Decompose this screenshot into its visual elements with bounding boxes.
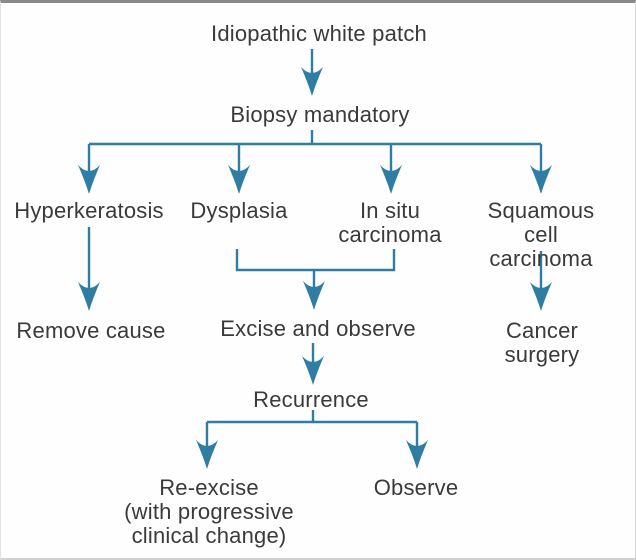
branch-lines-recurrence (205, 410, 419, 451)
node-hyperkeratosis: Hyperkeratosis (14, 198, 164, 223)
node-squamous-cell-carcinoma: Squamous cell carcinoma (487, 198, 595, 271)
node-re-excise: Re-excise (with progressive clinical cha… (124, 475, 294, 548)
node-remove-cause: Remove cause (16, 318, 166, 343)
node-observe: Observe (373, 475, 459, 500)
node-excise-and-observe: Excise and observe (220, 316, 416, 341)
node-idiopathic-white-patch: Idiopathic white patch (211, 21, 427, 46)
branch-lines-biopsy (87, 130, 543, 176)
node-cancer-surgery: Cancer surgery (504, 318, 580, 367)
bracket-dysplasia-insitu (235, 249, 396, 272)
connector-layer (78, 49, 552, 469)
node-in-situ-carcinoma: In situ carcinoma (338, 198, 442, 247)
node-biopsy-mandatory: Biopsy mandatory (230, 102, 410, 127)
node-recurrence: Recurrence (253, 387, 369, 412)
node-dysplasia: Dysplasia (190, 198, 288, 223)
